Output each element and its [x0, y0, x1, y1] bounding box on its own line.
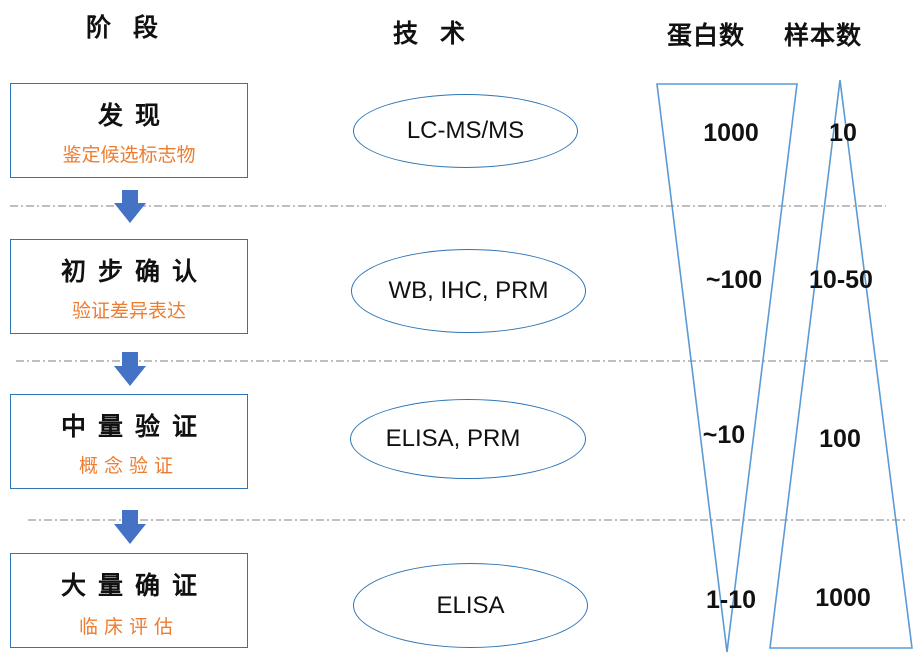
- header-technology: 技术: [393, 19, 488, 48]
- protein-count-value: ~10: [702, 421, 746, 449]
- protein-count-funnel: [656, 83, 798, 653]
- protein-count-value: 1000: [703, 119, 759, 147]
- stage-subtitle: 临床评估: [78, 616, 179, 638]
- technology-label: WB, IHC, PRM: [388, 277, 549, 304]
- sample-count-value: 10-50: [809, 266, 873, 294]
- stage-box-discovery: 发现 鉴定候选标志物: [10, 83, 248, 178]
- protein-count-value: ~100: [705, 266, 763, 294]
- stage-subtitle: 概念验证: [78, 455, 179, 477]
- header-protein-count: 蛋白数: [667, 21, 746, 50]
- stage-box-medium-validation: 中量验证 概念验证: [10, 394, 248, 489]
- stage-subtitle: 验证差异表达: [71, 300, 186, 322]
- stage-box-large-confirmation: 大量确证 临床评估: [10, 553, 248, 648]
- technology-label: LC-MS/MS: [406, 117, 525, 144]
- stage-subtitle: 鉴定候选标志物: [62, 144, 196, 166]
- technology-ellipse: LC-MS/MS: [353, 94, 578, 168]
- stage-title: 发现: [97, 101, 172, 130]
- stage-box-initial-confirmation: 初步确认 验证差异表达: [10, 239, 248, 334]
- down-arrow-icon: [114, 190, 146, 223]
- stage-title: 初步确认: [60, 257, 209, 286]
- header-stage: 阶段: [86, 13, 181, 42]
- technology-ellipse: ELISA: [353, 563, 588, 648]
- technology-ellipse: ELISA, PRM: [350, 399, 586, 479]
- sample-count-value: 100: [819, 425, 861, 453]
- technology-ellipse: WB, IHC, PRM: [351, 249, 586, 333]
- down-arrow-icon: [114, 352, 146, 386]
- header-sample-count: 样本数: [784, 21, 863, 50]
- sample-count-pyramid: [769, 79, 913, 649]
- sample-count-value: 10: [829, 119, 857, 147]
- technology-label: ELISA, PRM: [385, 425, 521, 452]
- protein-count-value: 1-10: [705, 586, 757, 614]
- stage-title: 大量确证: [60, 571, 209, 600]
- technology-label: ELISA: [436, 591, 505, 619]
- down-arrow-icon: [114, 510, 146, 544]
- stage-title: 中量验证: [60, 412, 209, 441]
- sample-count-value: 1000: [815, 584, 871, 612]
